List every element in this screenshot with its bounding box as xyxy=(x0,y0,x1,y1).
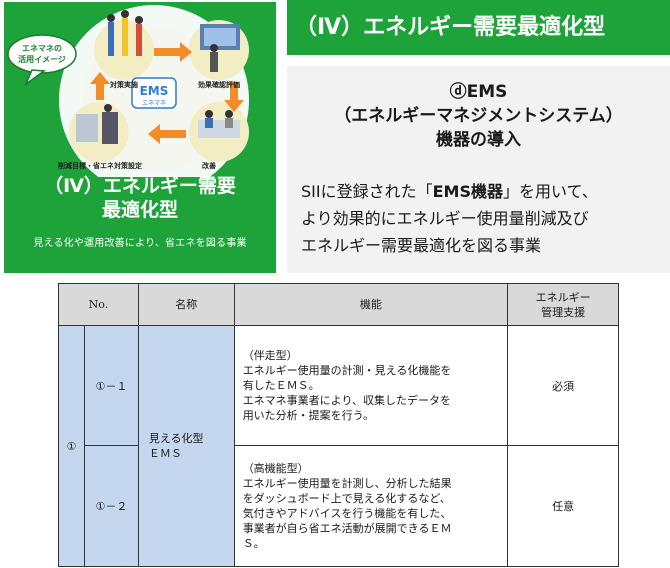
group-no-cell: ① xyxy=(58,325,85,567)
panel-title: ⓓEMS （エネルギーマネジメントシステム） 機器の導入 xyxy=(287,80,670,152)
speech-bubble xyxy=(7,34,77,74)
function-line: エネルギー使用量を計測し、分析した結果 xyxy=(242,477,452,490)
function-line: （伴走型） xyxy=(242,349,298,362)
ems-logo-box xyxy=(131,77,177,109)
header-function: 機能 xyxy=(233,283,509,326)
desc-pre: SIIに登録された「 xyxy=(301,182,433,201)
step-label-implement: 対策実施 xyxy=(109,80,138,89)
arrow-up-icon xyxy=(90,72,110,100)
function-line: （高機能型） xyxy=(242,462,309,475)
enemane-cycle-illustration: EMS エネマネ 対策実施 効果確認評価 削減目標・省エネ対策設定 改善 エネマ… xyxy=(7,5,249,177)
desc-bold-ems: EMS機器 xyxy=(432,182,503,201)
panel-description: SIIに登録された「EMS機器」を用いて、 より効果的にエネルギー使用量削減及び… xyxy=(301,178,669,259)
arrow-right-icon xyxy=(154,42,192,62)
function-line: エネマネ事業者により、収集したデータを xyxy=(242,394,452,407)
scene-top-left xyxy=(94,10,154,80)
step-label-target: 削減目標・省エネ対策設定 xyxy=(58,161,142,170)
panel-desc-line2: より効果的にエネルギー使用量削減及び xyxy=(301,209,589,228)
enemane-image-card: EMS エネマネ 対策実施 効果確認評価 削減目標・省エネ対策設定 改善 エネマ… xyxy=(4,2,276,273)
panel-title-line3: 機器の導入 xyxy=(436,130,521,150)
card-title-line1: （Ⅳ）エネルギー需要 xyxy=(44,175,236,197)
header-name: 名称 xyxy=(137,283,235,326)
ems-logo-text: EMS xyxy=(140,84,169,98)
step-label-improve: 改善 xyxy=(202,161,216,170)
panel-desc-line3: エネルギー需要最適化を図る事業 xyxy=(301,236,542,255)
function-line: Ｓ。 xyxy=(242,537,265,550)
table-row: ① ①－１ 見える化型 ＥＭＳ （伴走型） エネルギー使用量の計測・見える化機能を… xyxy=(58,325,619,567)
row-support-cell: 任意 xyxy=(507,445,619,567)
row-support-cell: 必須 xyxy=(507,325,619,446)
arrow-down-icon xyxy=(224,82,244,112)
bubble-line2: 活用イメージ xyxy=(18,54,66,64)
header-no: No. xyxy=(58,283,139,326)
function-line: をダッシュボード上で見える化するなど、 xyxy=(242,492,451,505)
header-support-line1: エネルギー xyxy=(535,290,591,304)
group-name-cell: 見える化型 ＥＭＳ xyxy=(137,325,235,567)
function-line: 事業者が自ら省エネ活動が展開できるＥＭ xyxy=(242,522,452,535)
scene-bottom-right xyxy=(189,102,249,162)
row-function-cell: （伴走型） エネルギー使用量の計測・見える化機能を有したＥＭＳ。エネマネ事業者によ… xyxy=(233,325,509,446)
panel-title-line1: ⓓEMS xyxy=(449,82,508,102)
row-function-cell: （高機能型） エネルギー使用量を計測し、分析した結果をダッシュボード上で見える化す… xyxy=(233,445,509,567)
scene-top-right xyxy=(189,20,249,80)
desc-post: 」を用いて、 xyxy=(503,182,598,201)
ems-table: No. 名称 機能 エネルギー 管理支援 ① ①－１ 見える化型 ＥＭＳ （伴走… xyxy=(58,283,619,567)
header-energy-support: エネルギー 管理支援 xyxy=(507,283,619,326)
card-subtitle: 見える化や運用改善により、省エネを図る事業 xyxy=(33,238,247,249)
panel-desc-line1: SIIに登録された「EMS機器」を用いて、 xyxy=(301,178,669,205)
step-label-evaluate: 効果確認評価 xyxy=(198,80,240,89)
table-header-row: No. 名称 機能 エネルギー 管理支援 xyxy=(58,283,619,326)
bubble-line1: エネマネの xyxy=(22,43,62,53)
group-name-line1: 見える化型 xyxy=(148,432,204,445)
header-support-line2: 管理支援 xyxy=(541,305,586,319)
scene-bottom-left xyxy=(69,102,129,162)
panel-body: ⓓEMS （エネルギーマネジメントシステム） 機器の導入 SIIに登録された「E… xyxy=(287,66,670,273)
function-line: 気付きやアドバイスを行う機能を有した、 xyxy=(242,507,452,520)
function-line: エネルギー使用量の計測・見える化機能を xyxy=(242,364,452,377)
card-title-line2: 最適化型 xyxy=(101,199,178,221)
arrow-left-icon xyxy=(148,124,186,144)
panel-title-line2: （エネルギーマネジメントシステム） xyxy=(334,106,623,126)
row-no-cell: ①－２ xyxy=(83,445,139,567)
panel-header: （Ⅳ）エネルギー需要最適化型 xyxy=(287,0,670,55)
table-row: ①－２ （高機能型） エネルギー使用量を計測し、分析した結果をダッシュボード上で見… xyxy=(59,445,619,567)
card-title: （Ⅳ）エネルギー需要 最適化型 xyxy=(4,174,276,222)
function-line: 有したＥＭＳ。 xyxy=(242,379,320,392)
group-name-line2: ＥＭＳ xyxy=(148,447,182,460)
function-line: 用いた分析・提案を行う。 xyxy=(242,409,375,422)
row-no-cell: ①－１ xyxy=(83,325,139,446)
ems-logo-subtext: エネマネ xyxy=(142,100,166,107)
